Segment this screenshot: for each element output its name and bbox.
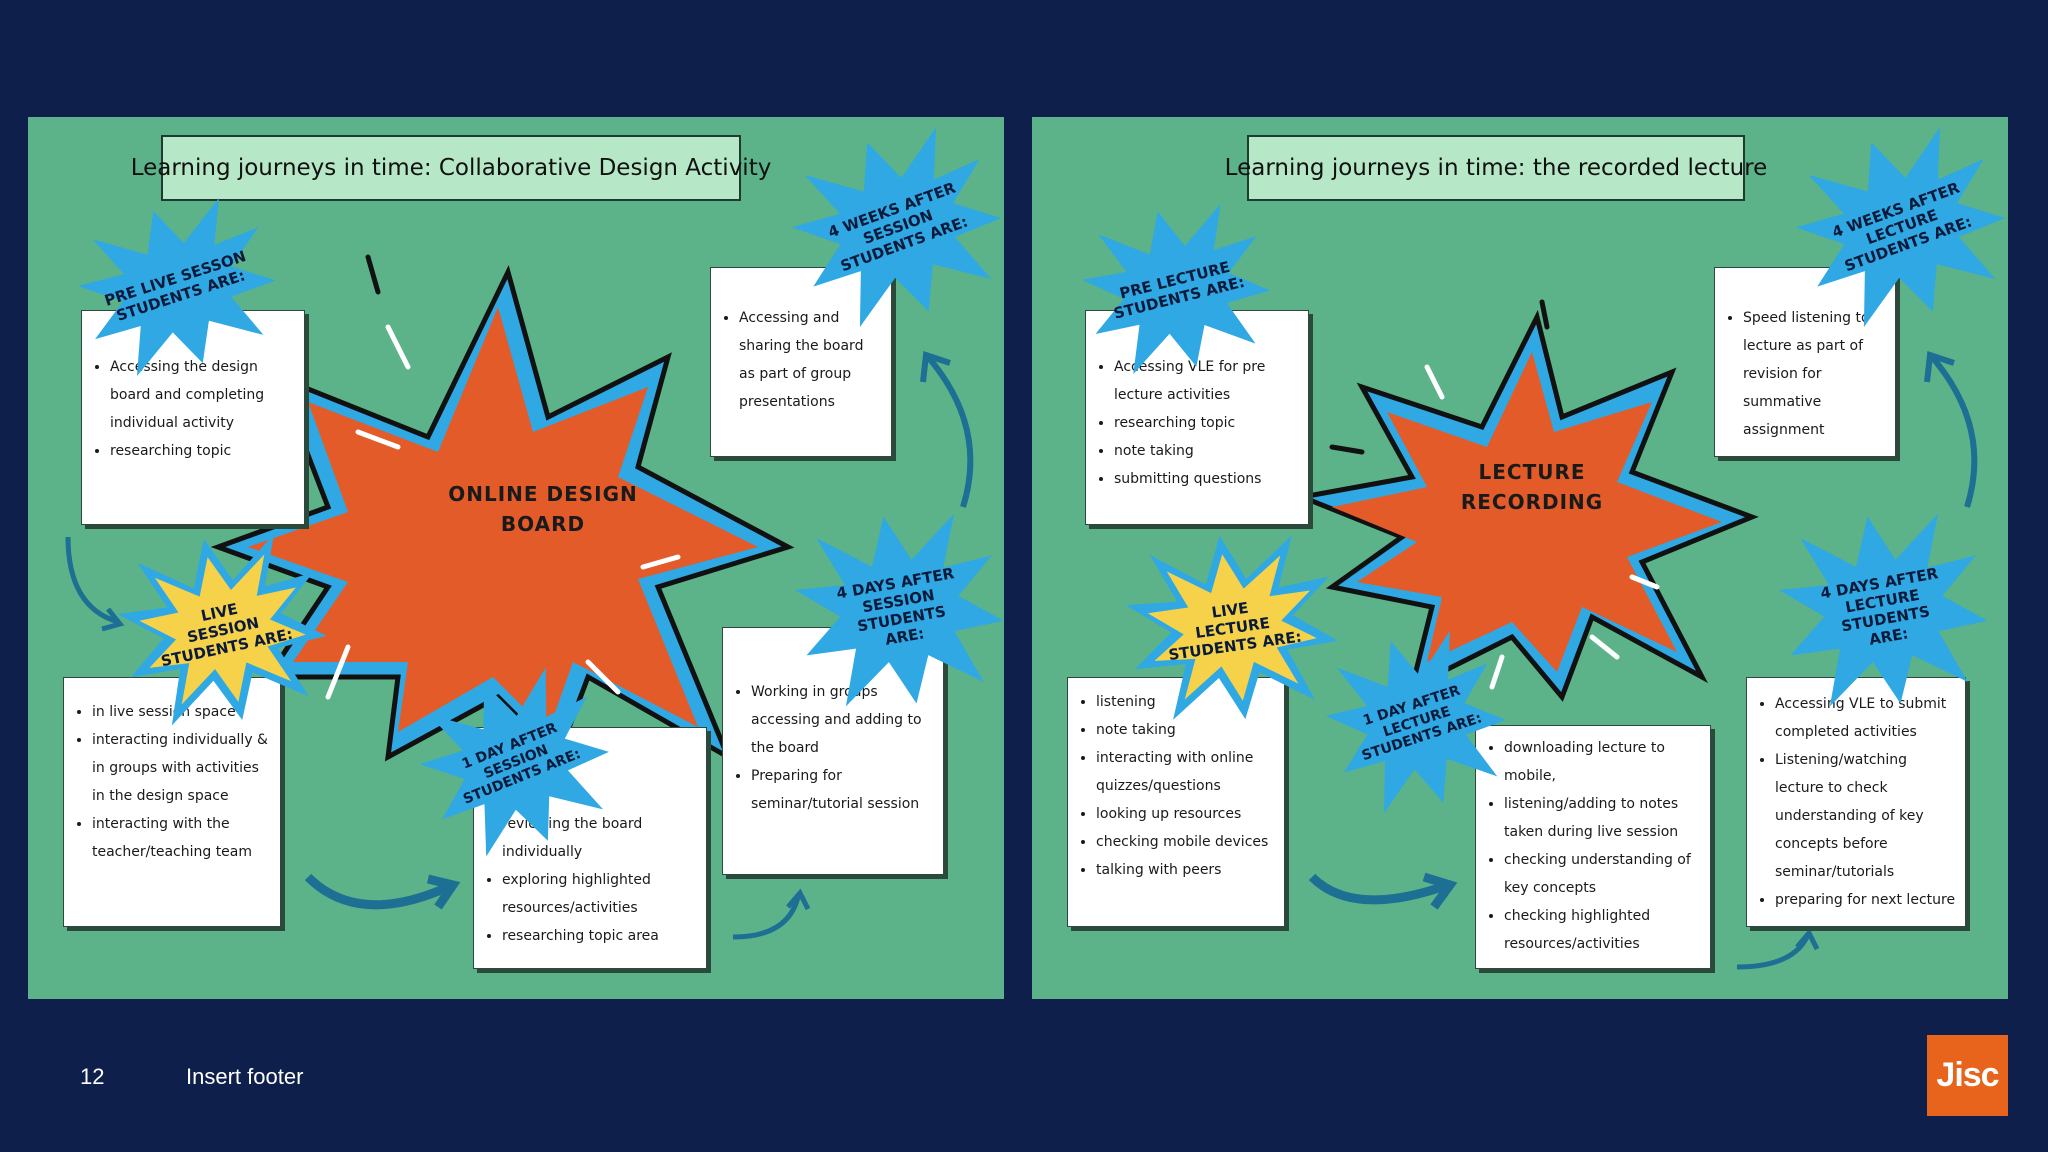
list-item: downloading lecture to mobile, [1504, 734, 1702, 790]
arrow-live-to-1day [304, 873, 450, 910]
list-item: Working in groups accessing and adding t… [751, 678, 935, 762]
list-item: Accessing VLE to submit completed activi… [1775, 690, 1957, 746]
center-label-line-1: ONLINE DESIGN [448, 482, 638, 506]
center-label-line-1: LECTURE [1478, 460, 1586, 484]
collaborative-design-panel: Learning journeys in time: Collaborative… [28, 117, 1004, 999]
decorative-graphics [1293, 299, 1978, 970]
center-label: ONLINE DESIGN BOARD [423, 479, 663, 539]
center-label-line-2: BOARD [500, 512, 586, 536]
left-title: Learning journeys in time: Collaborative… [131, 135, 771, 201]
right-card-1-day-after: downloading lecture to mobile, listening… [1475, 725, 1711, 969]
right-card-4-weeks-after: Speed listening to lecture as part of re… [1714, 267, 1896, 457]
center-burst-orange [248, 307, 758, 732]
list-item: listening/adding to notes taken during l… [1504, 790, 1702, 846]
list-item: checking highlighted resources/activitie… [1504, 902, 1702, 958]
right-title: Learning journeys in time: the recorded … [1225, 135, 1767, 201]
jisc-logo: Jisc [1927, 1035, 2008, 1116]
list-item: researching topic area [502, 922, 698, 950]
list-item: checking understanding of key concepts [1504, 846, 1702, 902]
list-item: looking up resources [1096, 800, 1276, 828]
list-item: interacting with the teacher/teaching te… [92, 810, 272, 866]
list-item: note taking [1096, 716, 1276, 744]
list-item: preparing for next lecture [1775, 886, 1957, 914]
list-item: researching topic [1114, 409, 1300, 437]
decorative-graphics [65, 254, 974, 940]
list-item: Accessing and sharing the board as part … [739, 304, 883, 416]
arrow-4days-to-4weeks [925, 355, 974, 508]
left-card-pre-session: Accessing the design board and completin… [81, 310, 305, 525]
list-item: Speed listening to lecture as part of re… [1743, 304, 1887, 444]
list-item: interacting individually & in groups wit… [92, 726, 272, 810]
list-item: exploring highlighted resources/activiti… [502, 866, 698, 922]
arrow-1day-to-4days [732, 896, 801, 940]
list-item: listening [1096, 688, 1276, 716]
list-item: researching topic [110, 437, 296, 465]
list-item: Listening/watching lecture to check unde… [1775, 746, 1957, 886]
footer-text: Insert footer [186, 1064, 304, 1089]
list-item: in live session space [92, 698, 272, 726]
page-number: 12 [80, 1064, 105, 1089]
arrow-4days-to-4weeks [1929, 355, 1978, 508]
right-card-4-days-after: Accessing VLE to submit completed activi… [1746, 677, 1966, 927]
recorded-lecture-panel: Learning journeys in time: the recorded … [1032, 117, 2008, 999]
center-label: LECTURE RECORDING [1412, 457, 1652, 517]
left-card-4-weeks-after: Accessing and sharing the board as part … [710, 267, 892, 457]
arrow-pre-to-live [65, 536, 119, 625]
right-card-live-lecture: listening note taking interacting with o… [1067, 677, 1285, 927]
list-item: talking with peers [1096, 856, 1276, 884]
list-item: submitting questions [1114, 465, 1300, 493]
list-item: interacting with online quizzes/question… [1096, 744, 1276, 800]
list-item: Accessing VLE for pre lecture activities [1114, 353, 1300, 409]
arrow-live-to-1day [1308, 873, 1444, 905]
list-item: Preparing for seminar/tutorial session [751, 762, 935, 818]
list-item: note taking [1114, 437, 1300, 465]
list-item: checking mobile devices [1096, 828, 1276, 856]
center-burst-orange [1332, 352, 1722, 672]
arrow-1day-to-4days [1736, 935, 1810, 970]
center-label-line-2: RECORDING [1460, 490, 1604, 514]
left-card-live-session: in live session space interacting indivi… [63, 677, 281, 927]
